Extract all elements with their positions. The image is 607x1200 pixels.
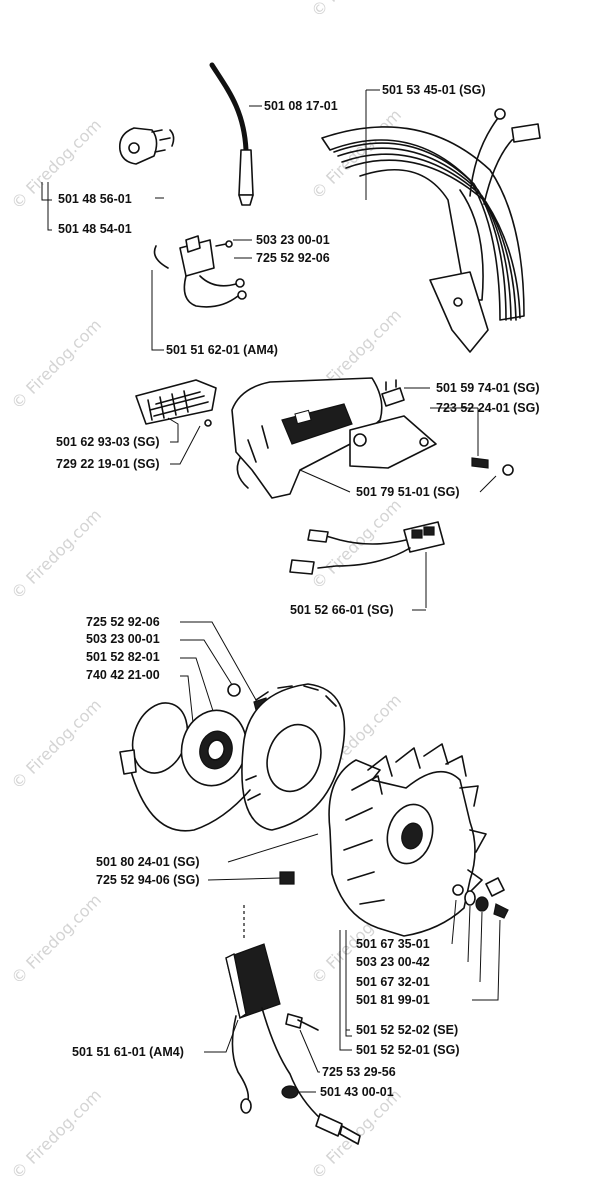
cable-harness [321,108,541,353]
leader-line [41,182,52,201]
part-label: 503 23 00-01 [86,632,160,646]
small-terminal [381,379,405,407]
leader-line [204,1019,239,1053]
grommet [281,1085,299,1099]
part-label: 501 43 00-01 [320,1085,394,1099]
watermark: © Firedog.com [7,1085,105,1183]
watermark: © Firedog.com [7,505,105,603]
kill-switch-assembly [289,521,445,608]
screw [279,871,295,885]
leader-line [299,469,497,493]
leader-line [170,425,201,465]
part-label: 501 52 52-02 (SE) [356,1023,458,1037]
part-label: 501 48 56-01 [58,192,132,206]
part-label: 725 52 94-06 (SG) [96,873,200,887]
part-label: 501 51 61-01 (AM4) [72,1045,184,1059]
part-label: 725 53 29-56 [322,1065,396,1079]
nut-washer-stack [452,877,509,919]
leader-line [227,833,319,863]
leader-line [479,911,483,983]
part-label: 501 08 17-01 [264,99,338,113]
watermark: © Firedog.com [307,0,405,21]
part-label: 501 53 45-01 (SG) [382,83,486,97]
watermark: © Firedog.com [7,695,105,793]
part-label: 501 80 24-01 (SG) [96,855,200,869]
leader-line [180,621,257,701]
leader-line [207,877,281,881]
watermark: © Firedog.com [307,495,405,593]
leader-line [151,270,164,351]
part-label: 501 79 51-01 (SG) [356,485,460,499]
screw-nut [471,457,514,476]
leader-line [467,905,471,963]
leader-line [167,417,179,443]
screw-725-53-29-56 [285,1013,319,1031]
part-label: 723 52 24-01 (SG) [436,401,540,415]
part-label: 501 81 99-01 [356,993,430,1007]
starter-pawl-plate [180,709,248,787]
part-label: 501 48 54-01 [58,222,132,236]
leader-line [180,639,235,689]
watermark-layer: © Firedog.com © Firedog.com © Firedog.co… [7,0,405,1183]
leader-line [47,182,52,231]
part-label: 729 22 19-01 (SG) [56,457,160,471]
stop-switch [118,127,175,165]
part-label: 725 52 92-06 [256,251,330,265]
leader-line [345,930,352,1037]
handle-housing [231,377,437,499]
leader-line [180,657,215,715]
leader-line [339,930,352,1051]
flywheel [328,743,487,937]
ground-wire [119,749,251,832]
part-label: 503 23 00-01 [256,233,330,247]
flywheel-ring [241,683,346,831]
part-label: 501 52 82-01 [86,650,160,664]
part-label: 725 52 92-06 [86,615,160,629]
watermark: © Firedog.com [7,890,105,988]
part-label: 501 62 93-03 (SG) [56,435,160,449]
ignition-module-top [153,235,247,308]
part-label: 740 42 21-00 [86,668,160,682]
part-label: 501 67 35-01 [356,937,430,951]
part-label: 501 51 62-01 (AM4) [166,343,278,357]
leader-line [451,899,457,945]
leader-line [299,1029,320,1073]
leader-line [180,675,195,733]
rear-cover [135,379,217,427]
spark-plug-cable [209,62,254,206]
part-label: 501 67 32-01 [356,975,430,989]
part-label: 501 52 52-01 (SG) [356,1043,460,1057]
part-label: 501 52 66-01 (SG) [290,603,394,617]
leader-line [472,919,501,1001]
watermark: © Firedog.com [7,315,105,413]
part-label: 501 59 74-01 (SG) [436,381,540,395]
part-label: 503 23 00-42 [356,955,430,969]
